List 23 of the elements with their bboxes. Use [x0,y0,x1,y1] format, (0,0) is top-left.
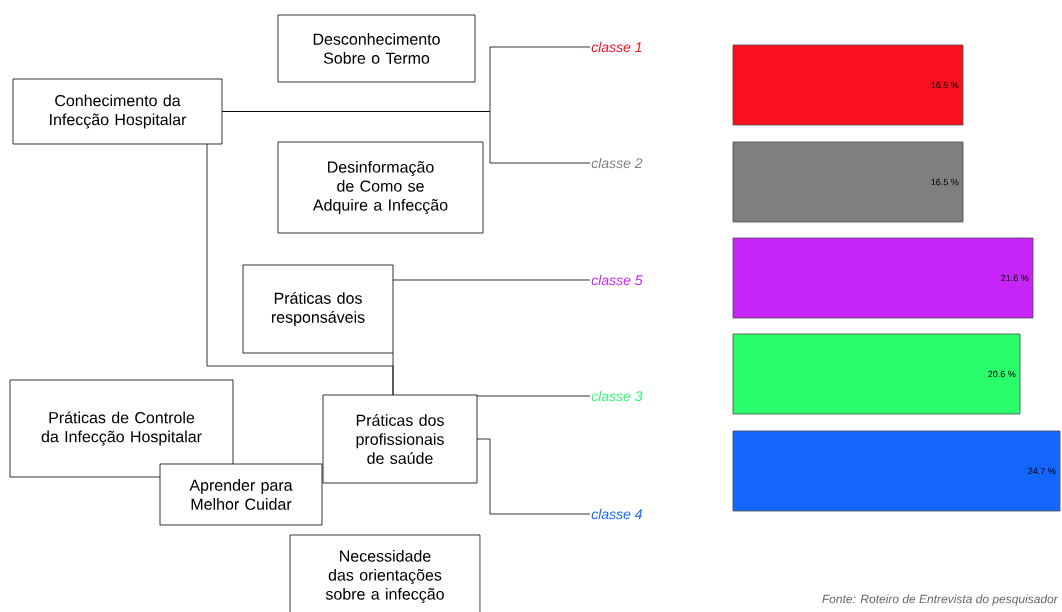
text-box: Desconhecimento Sobre o Termo [277,14,476,83]
source-caption: Fonte: Roteiro de Entrevista do pesquisador [822,594,1059,606]
percentage-bar: 16.5 % [732,44,964,126]
class-label: classe 1 [591,41,642,53]
percentage-bar: 24.7 % [732,430,1061,512]
class-label: classe 2 [591,157,643,169]
text-box: Desinformação de Como se Adquire a Infecção [277,141,484,234]
class-label: classe 5 [591,274,643,286]
class-label: classe 4 [591,508,642,520]
percentage-bar: 16.5 % [732,141,964,223]
connector-line [476,395,591,397]
text-box: Práticas dos profissionais de saúde [322,394,478,484]
connector-line [392,279,591,281]
class-label: classe 3 [591,390,643,402]
connector-line [476,438,591,515]
connector-line [206,143,394,396]
text-box: Aprender para Melhor Cuidar [159,463,323,526]
percentage-bar: 20.6 % [732,333,1021,415]
text-box: Conhecimento da Infecção Hospitalar [12,78,223,145]
connector-line [221,111,591,164]
text-box: Necessidade das orientações sobre a infecção [289,534,481,612]
text-box: Práticas dos responsáveis [242,264,394,354]
percentage-bar: 21.6 % [732,237,1034,319]
